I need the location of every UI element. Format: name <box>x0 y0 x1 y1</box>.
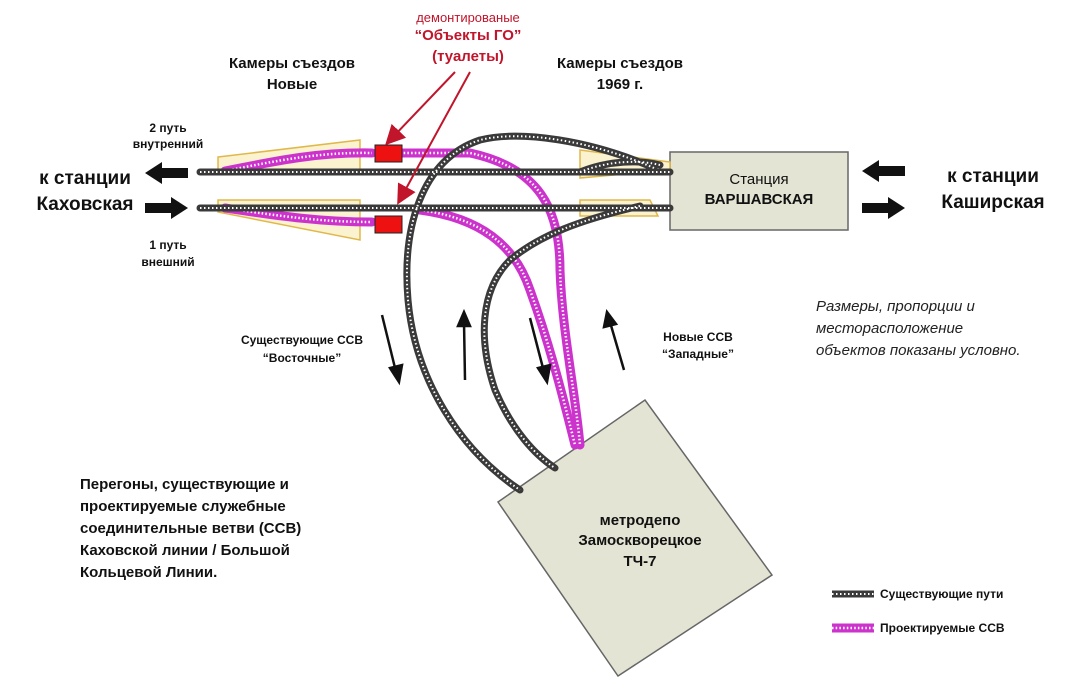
label-to-kakhovskaya-1: к станции <box>39 168 131 189</box>
note-line-1: Размеры, пропорции и <box>816 298 975 315</box>
label-old-chambers-1: Камеры съездов <box>556 55 684 72</box>
depot-box <box>496 398 774 678</box>
note-line-3: объектов показаны условно. <box>816 342 1021 359</box>
label-new-ssv-2: “Западные” <box>662 347 734 361</box>
arrow-left-kashirskaya <box>862 160 905 182</box>
desc-line-4: Каховской линии / Большой <box>80 542 290 559</box>
label-station-2: ВАРШАВСКАЯ <box>704 191 814 208</box>
label-dismantled: демонтированые <box>416 10 520 25</box>
station-varshavskaya-box <box>669 151 849 231</box>
label-track2-1: 2 путь <box>149 121 187 135</box>
label-depot-2: Замоскворецкое <box>578 532 702 549</box>
label-to-kashirskaya-2: Каширская <box>941 192 1045 213</box>
flow-arrows <box>380 308 626 386</box>
legend-planned-label: Проектируемые ССВ <box>880 621 1005 635</box>
label-depot-1: метродепо <box>599 512 681 529</box>
go-object-track1 <box>374 215 403 234</box>
desc-line-1: Перегоны, существующие и <box>80 476 289 493</box>
note-line-2: месторасположение <box>816 320 964 337</box>
label-new-chambers-2: Новые <box>266 76 318 93</box>
label-to-kashirskaya-1: к станции <box>947 166 1039 187</box>
desc-line-5: Кольцевой Линии. <box>80 564 218 581</box>
direction-arrows <box>145 160 905 219</box>
desc-line-2: проектируемые служебные <box>80 498 286 515</box>
pointer-arrow-1 <box>385 71 456 146</box>
label-track2-2: внутренний <box>132 137 204 151</box>
label-station-1: Станция <box>729 171 789 188</box>
label-toilets: (туалеты) <box>432 48 504 65</box>
desc-line-3: соединительные ветви (ССВ) <box>80 520 302 537</box>
label-existing-ssv-1: Существующие ССВ <box>240 333 364 347</box>
pointer-arrow-2 <box>397 71 471 205</box>
label-track1-1: 1 путь <box>149 238 187 252</box>
arrow-right-kashirskaya <box>862 197 905 219</box>
existing-tracks <box>196 132 674 494</box>
label-old-chambers-2: 1969 г. <box>596 76 644 93</box>
label-new-ssv-1: Новые ССВ <box>663 330 733 344</box>
go-object-track2 <box>374 144 403 163</box>
label-existing-ssv-2: “Восточные” <box>262 351 342 365</box>
label-go-objects: “Объекты ГО” <box>414 27 522 44</box>
arrow-left-kakhovskaya <box>145 162 188 184</box>
label-new-chambers-1: Камеры съездов <box>228 55 356 72</box>
label-to-kakhovskaya-2: Каховская <box>36 194 134 215</box>
label-track1-2: внешний <box>141 255 195 269</box>
planned-tracks <box>220 148 585 450</box>
label-depot-3: ТЧ-7 <box>623 553 657 570</box>
legend-existing-label: Существующие пути <box>880 587 1004 601</box>
arrow-right-kakhovskaya <box>145 197 188 219</box>
